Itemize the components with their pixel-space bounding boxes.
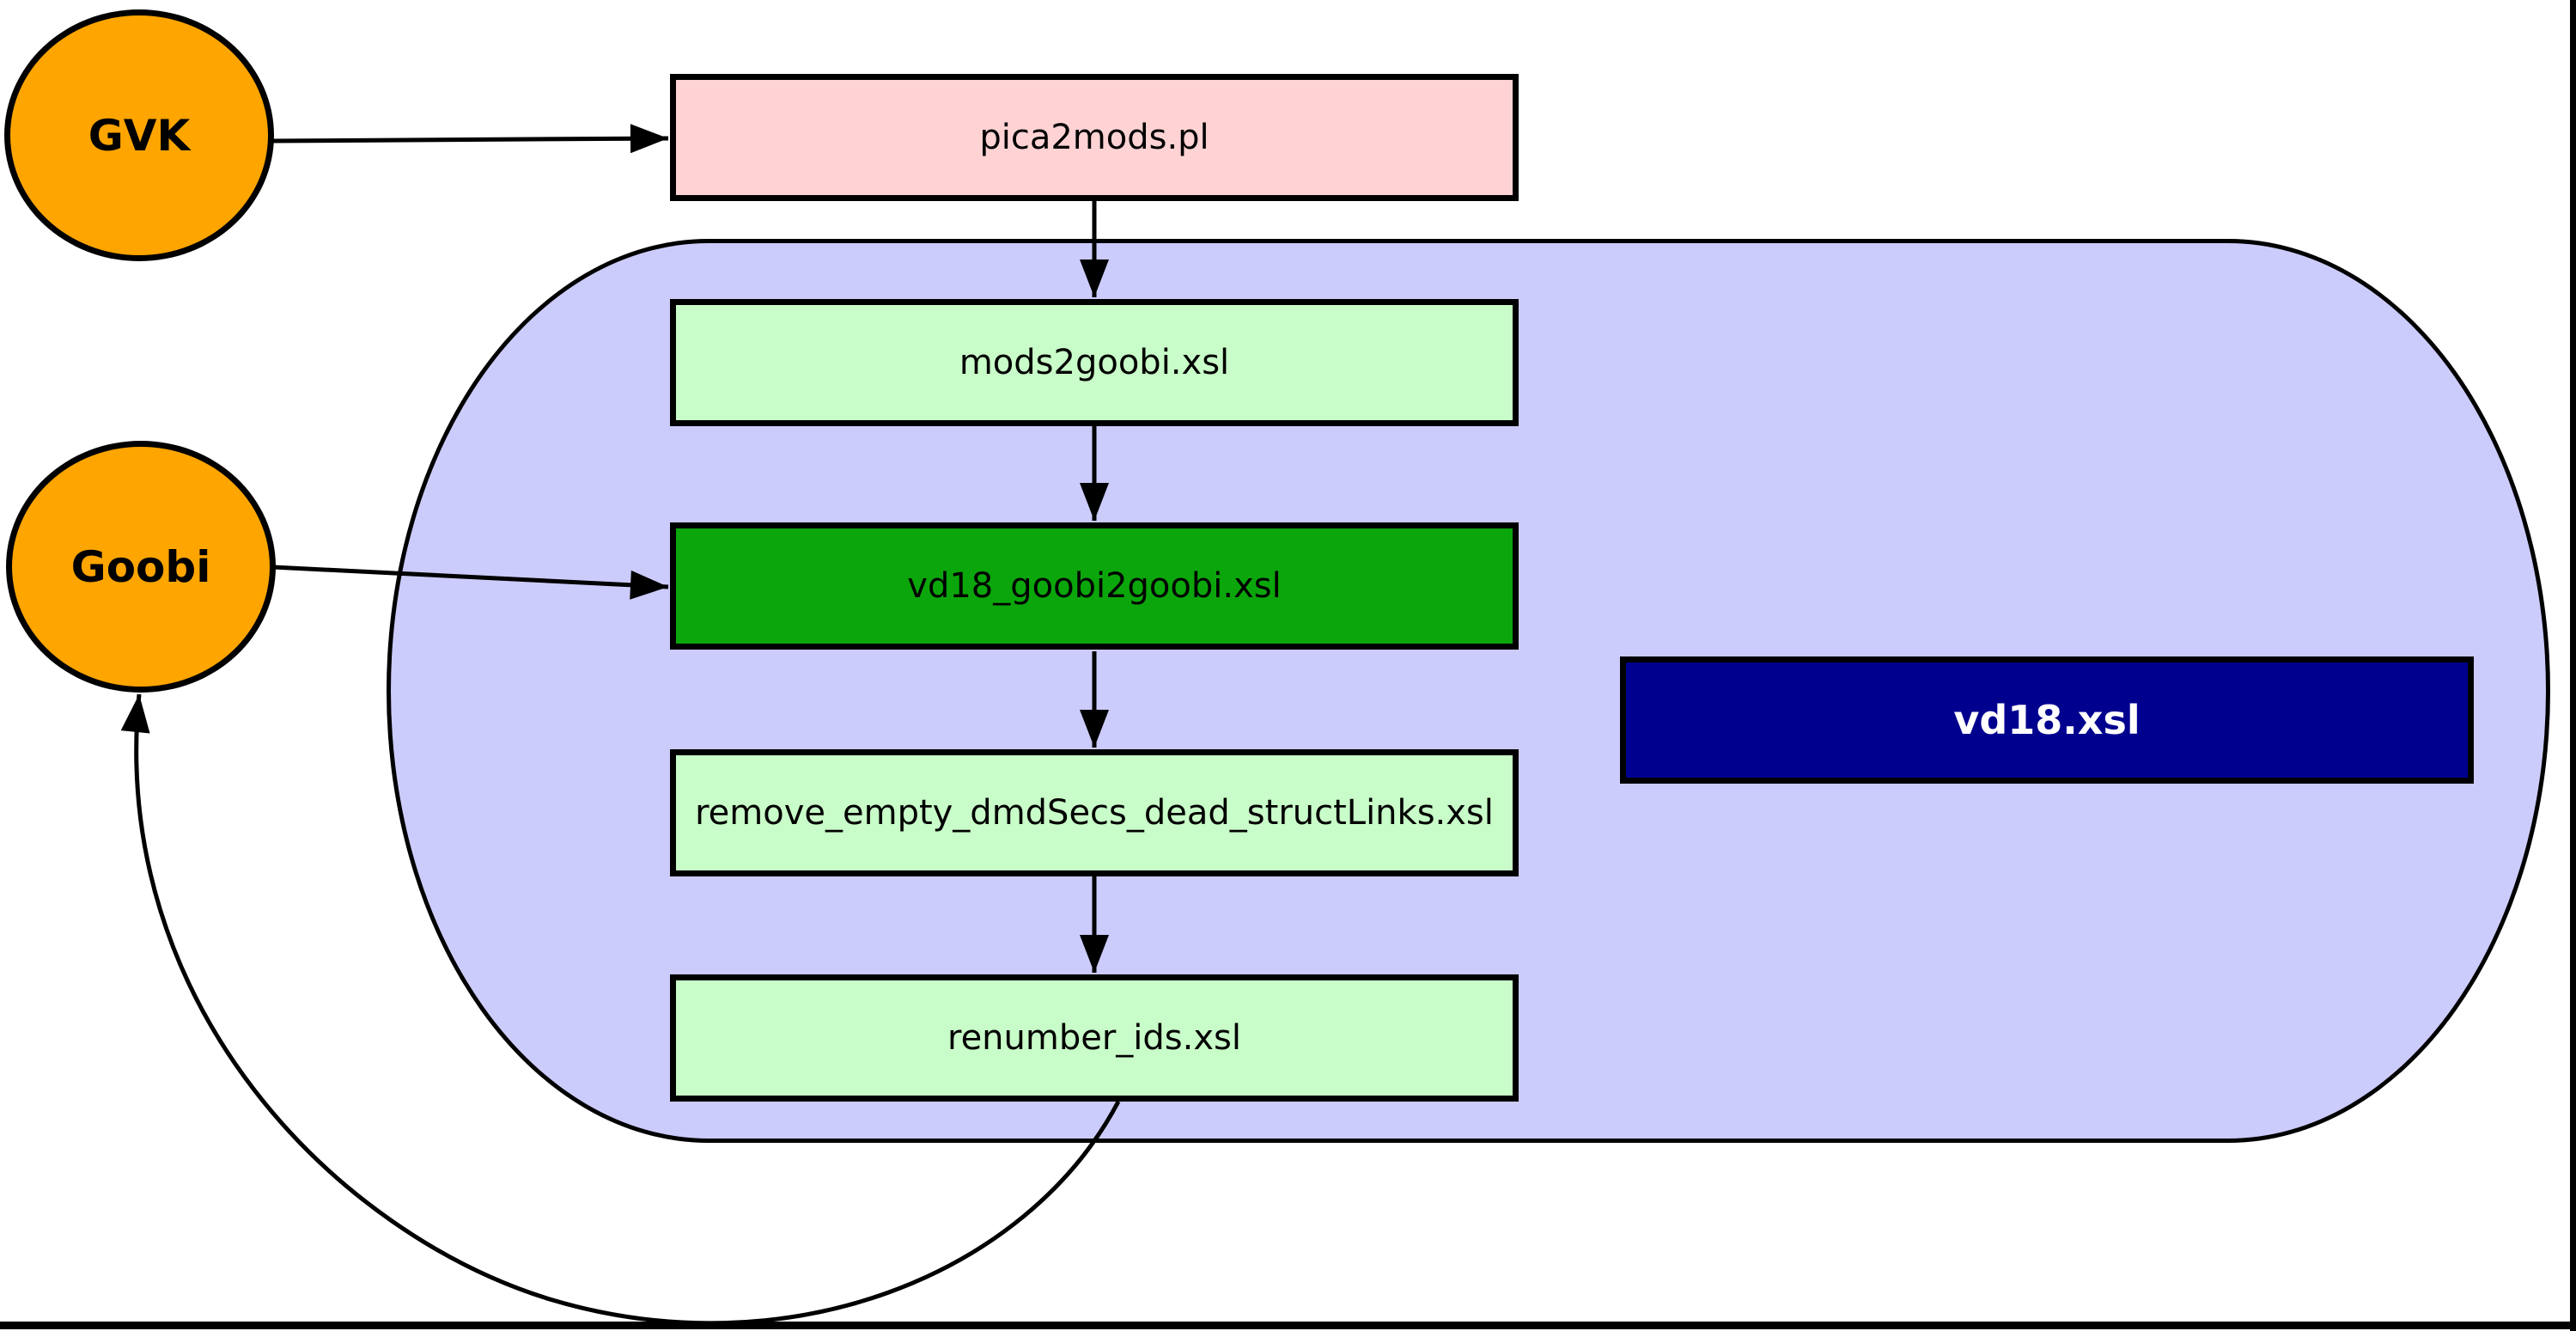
node-gvk: GVK — [4, 9, 274, 261]
edge-gvk-pica2mods — [272, 124, 669, 154]
node-pica2mods: pica2mods.pl — [670, 74, 1519, 201]
node-goobi-label: Goobi — [70, 541, 211, 592]
node-remove-empty-dmdsecs-label: remove_empty_dmdSecs_dead_structLinks.xs… — [695, 793, 1494, 833]
node-renumber-ids: renumber_ids.xsl — [670, 974, 1519, 1102]
node-vd18-goobi2goobi-label: vd18_goobi2goobi.xsl — [907, 566, 1282, 606]
node-remove-empty-dmdsecs: remove_empty_dmdSecs_dead_structLinks.xs… — [670, 749, 1519, 876]
node-vd18-goobi2goobi: vd18_goobi2goobi.xsl — [670, 522, 1519, 650]
canvas-right-border — [2570, 0, 2576, 1331]
node-vd18-xsl-label: vd18.xsl — [1953, 697, 2141, 743]
node-goobi: Goobi — [6, 441, 276, 693]
node-mods2goobi: mods2goobi.xsl — [670, 299, 1519, 426]
node-renumber-ids-label: renumber_ids.xsl — [947, 1018, 1241, 1058]
node-mods2goobi-label: mods2goobi.xsl — [959, 343, 1230, 382]
node-pica2mods-label: pica2mods.pl — [979, 118, 1209, 157]
node-vd18-xsl: vd18.xsl — [1620, 656, 2474, 784]
node-gvk-label: GVK — [88, 110, 191, 161]
canvas-bottom-border — [0, 1322, 2576, 1329]
